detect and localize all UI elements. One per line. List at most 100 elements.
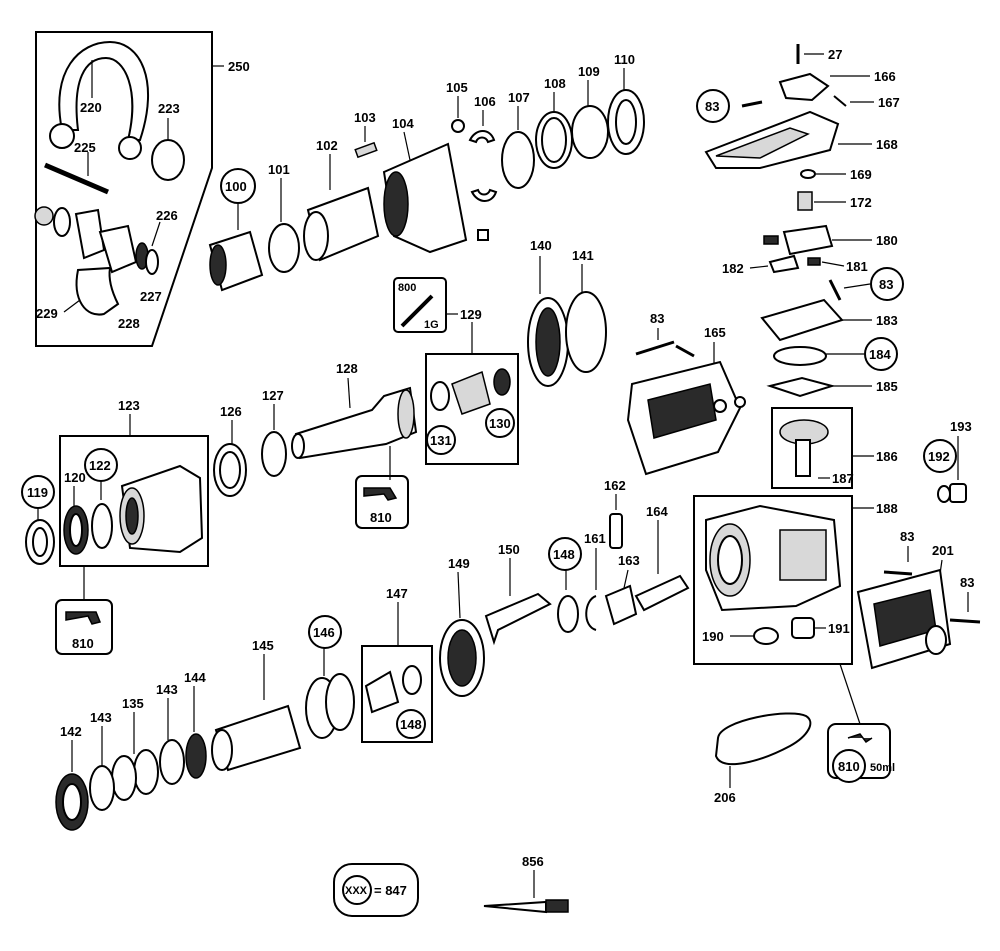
label-143-a: 143	[90, 710, 112, 725]
striker-group: 147 148 149 150	[361, 542, 552, 743]
label-182: 182	[722, 261, 744, 276]
label-109: 109	[578, 64, 600, 79]
label-101: 101	[268, 162, 290, 177]
grease-belt-group: 810 50ml 206	[714, 663, 895, 805]
label-163: 163	[618, 553, 640, 568]
label-162: 162	[604, 478, 626, 493]
label-143-b: 143	[156, 682, 178, 697]
label-172: 172	[850, 195, 872, 210]
gear-ring-group: 140 141	[527, 238, 607, 387]
label-229: 229	[36, 306, 58, 321]
label-250: 250	[228, 59, 250, 74]
label-206: 206	[714, 790, 736, 805]
label-800: 800	[398, 282, 416, 294]
label-122: 122	[89, 458, 111, 473]
label-103: 103	[354, 110, 376, 125]
label-130: 130	[489, 416, 511, 431]
label-181: 181	[846, 259, 868, 274]
label-184: 184	[869, 347, 891, 362]
label-128: 128	[336, 361, 358, 376]
side-cover-right-group: 83 201 83	[856, 529, 981, 670]
label-183: 183	[876, 313, 898, 328]
handle-assembly-group: 250 220 223 225 226 227 229 228	[34, 31, 250, 347]
handle-shape	[58, 40, 149, 141]
label-146: 146	[313, 625, 335, 640]
label-180: 180	[876, 233, 898, 248]
label-126: 126	[220, 404, 242, 419]
label-50ml: 50ml	[870, 762, 895, 774]
label-149: 149	[448, 556, 470, 571]
label-83-e: 83	[960, 575, 974, 590]
label-810-c: 810	[838, 759, 860, 774]
label-127: 127	[262, 388, 284, 403]
label-191: 191	[828, 621, 850, 636]
label-228: 228	[118, 316, 140, 331]
label-119: 119	[27, 485, 48, 500]
clutch-housing-group: 123 119 120 122 810	[21, 398, 209, 655]
label-150: 150	[498, 542, 520, 557]
label-164: 164	[646, 504, 668, 519]
label-227: 227	[140, 289, 162, 304]
label-186: 186	[876, 449, 898, 464]
label-129: 129	[460, 307, 482, 322]
label-148-b: 148	[400, 717, 422, 732]
label-192: 192	[928, 449, 950, 464]
label-165: 165	[704, 325, 726, 340]
label-147: 147	[386, 586, 408, 601]
label-161: 161	[584, 531, 606, 546]
label-83-c: 83	[879, 277, 893, 292]
label-83-b: 83	[650, 311, 664, 326]
label-148-a: 148	[553, 547, 575, 562]
label-144: 144	[184, 670, 206, 685]
label-187: 187	[832, 471, 854, 486]
label-856: 856	[522, 854, 544, 869]
label-185: 185	[876, 379, 898, 394]
top-cover-group: 27 166 167 83 168 169 172 180 182 181 83	[696, 44, 972, 503]
side-cover-left-group: 83 165	[626, 311, 746, 476]
gear-housing-group: 188 190 191	[693, 495, 898, 665]
label-201: 201	[932, 543, 954, 558]
label-27: 27	[828, 47, 842, 62]
hammer-piston-group: 146 145 144 143 135 143 142	[55, 615, 355, 831]
label-226: 226	[156, 208, 178, 223]
label-120: 120	[64, 470, 86, 485]
label-104: 104	[392, 116, 414, 131]
label-167: 167	[878, 95, 900, 110]
label-188: 188	[876, 501, 898, 516]
label-1g: 1G	[424, 319, 439, 331]
legend-group: XXX = 847 856	[333, 854, 569, 917]
label-169: 169	[850, 167, 872, 182]
label-123: 123	[118, 398, 140, 413]
label-110: 110	[614, 52, 635, 67]
label-168: 168	[876, 137, 898, 152]
label-106: 106	[474, 94, 496, 109]
label-100: 100	[225, 179, 247, 194]
label-83-d: 83	[900, 529, 914, 544]
label-190: 190	[702, 629, 724, 644]
label-141: 141	[572, 248, 594, 263]
label-105: 105	[446, 80, 468, 95]
label-102: 102	[316, 138, 338, 153]
label-145: 145	[252, 638, 274, 653]
label-83-a: 83	[705, 99, 719, 114]
connecting-rod-group: 162 148 161 163 164	[548, 478, 690, 633]
label-140: 140	[530, 238, 552, 253]
front-housing-group: 100 101 102 103 104 105 106 107 108	[208, 52, 645, 292]
label-810-b: 810	[370, 510, 392, 525]
label-225: 225	[74, 140, 96, 155]
label-135: 135	[122, 696, 144, 711]
label-142: 142	[60, 724, 82, 739]
label-223: 223	[158, 101, 180, 116]
legend-value: = 847	[374, 883, 407, 898]
label-810-a: 810	[72, 636, 94, 651]
spindle-group: 126 127 128 810	[213, 361, 418, 529]
legend-code: XXX	[345, 885, 368, 897]
label-220: 220	[80, 100, 102, 115]
label-193: 193	[950, 419, 972, 434]
label-108: 108	[544, 76, 566, 91]
label-107: 107	[508, 90, 530, 105]
label-166: 166	[874, 69, 896, 84]
label-131: 131	[430, 433, 452, 448]
piston-seal-group: 800 1G 129 131 130	[393, 277, 519, 465]
